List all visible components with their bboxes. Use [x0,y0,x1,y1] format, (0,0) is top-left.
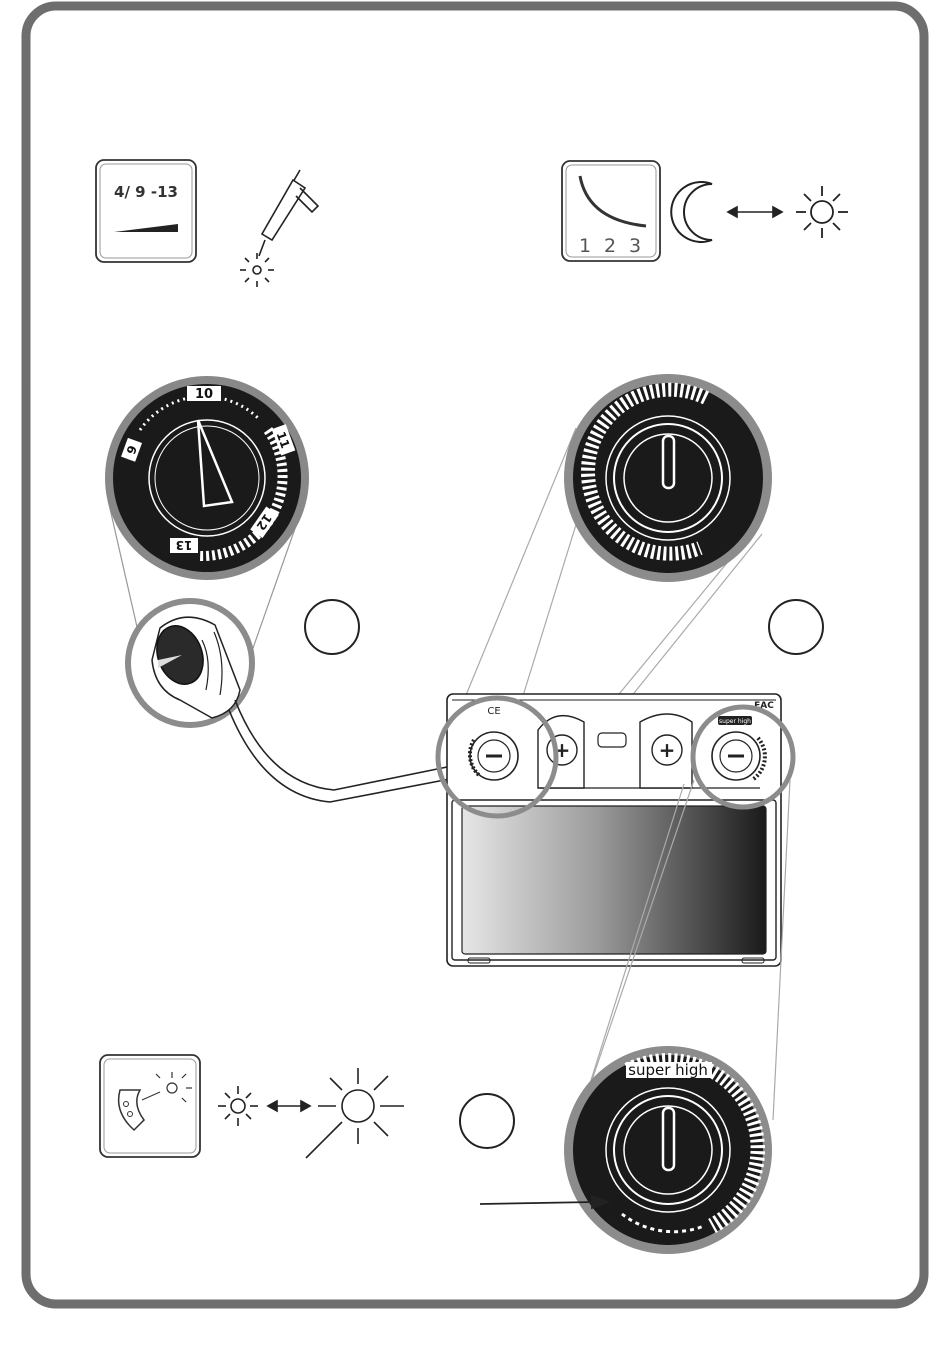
super-high-label: super high [628,1061,708,1079]
shade-dial: 10 11 12 13 9 [105,376,309,580]
delay-icon: 1 2 3 [562,161,660,261]
delay-dial [564,374,772,582]
shade-range-icon: 4/ 9 -13 [96,160,196,262]
step-circle-sensitivity [460,1094,514,1148]
sensitivity-icon [100,1055,200,1157]
delay-scale-1: 1 [579,235,591,257]
step-circle-shade [305,600,359,654]
ce-mark: CE [487,706,500,717]
delay-scale-2: 2 [604,235,616,257]
helmet-mini-label: super high [719,718,751,725]
shade-tick-13: 13 [176,538,193,552]
remote-shade-knob [128,601,252,725]
shade-range-label: 4/ 9 -13 [114,183,178,201]
step-circle-delay [769,600,823,654]
sensitivity-dial: super high [564,1046,772,1254]
helmet-cartridge: CE + + super high EAC [438,694,793,966]
delay-scale-3: 3 [629,235,641,257]
shade-tick-10: 10 [195,387,213,402]
svg-text:+: + [659,738,676,762]
lens-window [462,806,766,954]
